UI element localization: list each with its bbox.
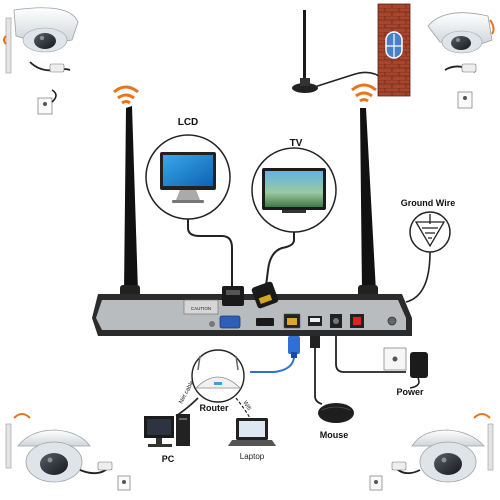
vga-cable	[187, 219, 233, 286]
antenna-base	[292, 83, 318, 93]
router-callout-circle	[191, 349, 245, 403]
camera-antenna	[5, 423, 12, 469]
power-label: Power	[396, 387, 424, 397]
dome-camera-icon	[17, 429, 91, 447]
nvr-antenna-left	[120, 106, 140, 307]
pc-label: PC	[162, 454, 175, 464]
tv: TV	[251, 138, 337, 233]
net-cable-label: Net cable	[178, 379, 196, 405]
hdmi-port	[256, 318, 274, 326]
vga-plug	[222, 286, 244, 306]
camera-antenna	[5, 17, 12, 74]
mouse-label: Mouse	[320, 430, 349, 440]
tv-screen	[265, 171, 323, 207]
ethernet-connection	[250, 336, 300, 373]
wifi-signal-icon	[489, 19, 495, 35]
hdmi-plug	[251, 281, 279, 309]
nvr-antenna-right	[358, 108, 378, 307]
lcd-label: LCD	[178, 117, 199, 128]
wifi-signal-icon	[351, 83, 377, 103]
camera-top-left	[3, 7, 79, 115]
usb-plug	[310, 336, 320, 348]
laptop-label: Laptop	[240, 452, 265, 461]
wifi-link	[235, 397, 251, 419]
camera-bottom-right	[369, 413, 494, 491]
vga-port	[219, 315, 241, 329]
external-antenna	[292, 10, 385, 93]
mouse-cable	[314, 348, 323, 405]
ethernet-cable	[250, 357, 295, 373]
wifi-label: Wifi	[241, 400, 251, 412]
tv-label: TV	[290, 138, 303, 149]
pc: PC	[144, 414, 190, 464]
hdmi-cable	[265, 232, 295, 287]
camera-bottom-left	[5, 413, 131, 491]
wifi-signal-icon	[3, 35, 7, 45]
caution-label	[183, 299, 219, 315]
router: Router	[191, 349, 245, 413]
router-label: Router	[200, 403, 229, 413]
wifi-signal-icon	[13, 413, 31, 419]
ground-screw	[387, 316, 397, 326]
monitor-screen	[163, 155, 213, 186]
mouse-connection: Mouse	[310, 336, 354, 440]
power-adapter-icon	[410, 352, 428, 378]
dome-camera-icon	[411, 429, 485, 447]
pc-tower-icon	[176, 414, 190, 446]
wifi-signal-icon	[473, 413, 491, 419]
ground-wire-label: Ground Wire	[401, 198, 455, 208]
wifi-signal-icon	[113, 85, 139, 105]
power-connection: Power	[335, 336, 428, 397]
camera-top-right	[427, 12, 495, 109]
ground-cable	[405, 251, 431, 303]
nvr-rear-panel	[96, 300, 406, 330]
nvr-recorder: CAUTION	[92, 281, 412, 336]
ethernet-plug	[288, 336, 300, 354]
ground-wire: Ground Wire	[401, 198, 455, 303]
laptop: Laptop	[228, 418, 276, 461]
camera-antenna	[487, 423, 494, 471]
antenna-mast	[303, 10, 306, 82]
power-cable	[335, 336, 406, 373]
mouse-icon	[318, 403, 354, 423]
brick-wall	[377, 3, 411, 97]
svg-text:CAUTION: CAUTION	[191, 306, 211, 311]
lcd-monitor: LCD	[145, 117, 231, 220]
antenna-cable	[304, 71, 385, 91]
